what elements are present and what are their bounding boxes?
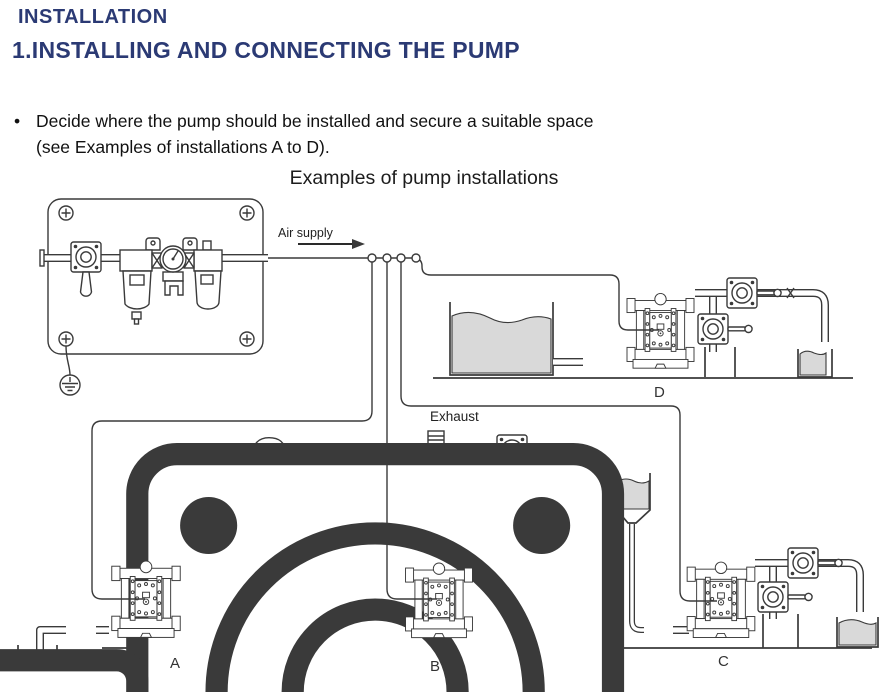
tee-connector: [367, 253, 377, 263]
hopper-c: [616, 473, 651, 524]
piping-c: [629, 524, 864, 634]
valve-c-drain: [757, 581, 813, 613]
air-line-b: [386, 260, 437, 600]
air-supply-label: Air supply: [278, 226, 334, 240]
pump-d: [626, 292, 695, 369]
air-lines: [91, 239, 717, 602]
container-c-mid: [762, 614, 799, 648]
bullet-line-1: Decide where the pump should be installe…: [36, 111, 594, 131]
screw-icon: [58, 205, 74, 221]
filter-bowl: [122, 270, 152, 310]
lubricator-bowl: [194, 270, 222, 310]
piping-d: [553, 287, 829, 366]
air-line-a: [91, 260, 373, 600]
bullet-marker: •: [14, 111, 21, 131]
valve-handle: [79, 271, 93, 297]
container-d-right: [797, 349, 833, 378]
air-line-main-and-d: [268, 257, 659, 331]
valve-c-discharge: [787, 547, 843, 579]
screw-icon: [239, 205, 255, 221]
container-d-mid: [704, 347, 736, 377]
example-label-c: C: [718, 653, 729, 670]
air-supply-arrow: [298, 239, 365, 249]
example-label-a: A: [170, 655, 180, 672]
pump-c: [686, 561, 756, 639]
tee-connector: [411, 253, 421, 263]
panel-ball-valve: [70, 241, 102, 297]
valve-d-drain: [697, 313, 753, 345]
example-label-b: B: [430, 658, 440, 675]
tank-c-right: [836, 617, 879, 648]
pump-b: [405, 562, 473, 639]
ground-symbol: [59, 345, 81, 396]
pipe-joint-mark: [786, 287, 795, 299]
screw-icon: [58, 331, 74, 347]
instruction-bullet: • Decide where the pump should be instal…: [14, 108, 593, 160]
air-line-c: [400, 260, 717, 602]
bullet-line-2: (see Examples of installations A to D).: [36, 137, 330, 157]
tank-d: [449, 302, 554, 376]
tee-connector: [382, 253, 392, 263]
page-heading: 1.INSTALLING AND CONNECTING THE PUMP: [12, 37, 520, 63]
tee-connector: [396, 253, 406, 263]
example-label-d: D: [654, 384, 665, 401]
screw-icon: [239, 331, 255, 347]
section-title: INSTALLATION: [18, 6, 168, 28]
air-filter-regulator-unit: [119, 237, 223, 325]
pipe-end-cap: [39, 249, 45, 267]
air-supply-panel: [39, 198, 268, 396]
valve-d-discharge: [726, 277, 782, 309]
mounting-plate: [47, 198, 264, 355]
exhaust-label: Exhaust: [430, 409, 479, 424]
diagram-title: Examples of pump installations: [290, 167, 559, 189]
